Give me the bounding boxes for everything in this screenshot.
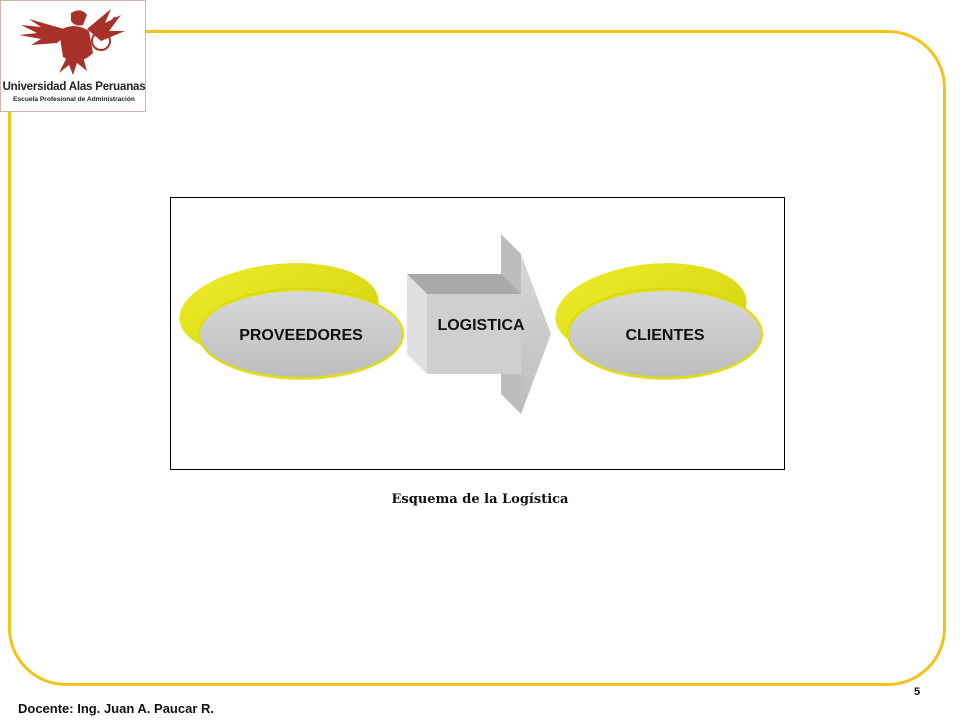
logistica-label: LOGISTICA	[437, 317, 525, 334]
university-logo: Universidad Alas Peruanas Escuela Profes…	[0, 0, 146, 112]
clientes-label: CLIENTES	[625, 327, 704, 344]
slide-frame	[8, 30, 946, 686]
clientes-node: CLIENTES	[555, 263, 763, 380]
proveedores-node: PROVEEDORES	[179, 263, 404, 380]
logistica-arrow: LOGISTICA	[407, 234, 551, 414]
diagram-caption: Esquema de la Logística	[391, 492, 569, 507]
proveedores-label: PROVEEDORES	[239, 327, 363, 344]
logo-name: Universidad Alas Peruanas	[2, 81, 146, 93]
logistics-diagram: PROVEEDORES LOGISTICA CLIENTES	[170, 197, 785, 470]
page-number: 5	[913, 686, 921, 698]
logo-subtitle: Escuela Profesional de Administración	[13, 96, 135, 103]
condor-emblem-icon	[19, 9, 125, 75]
docente-credit: Docente: Ing. Juan A. Paucar R.	[18, 701, 215, 716]
